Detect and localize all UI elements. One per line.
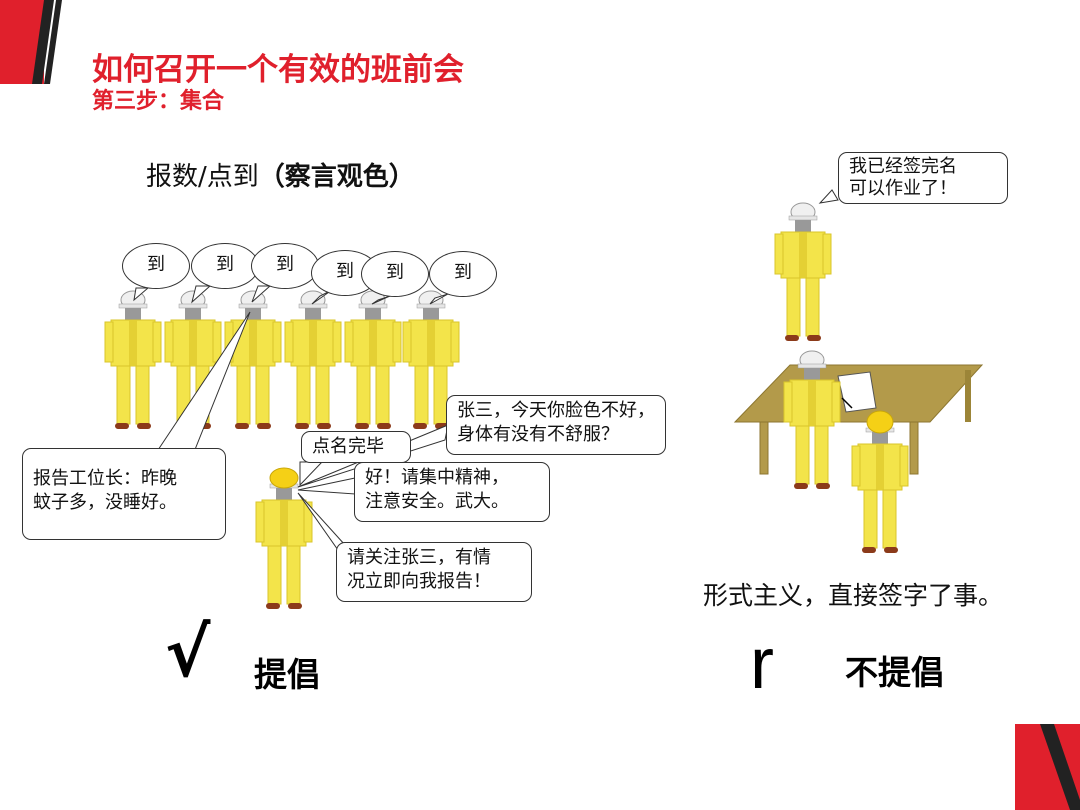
safety-reminder-bubble: 好！请集中精神， 注意安全。武大。 <box>354 462 550 522</box>
roll-call-bubble: 到 <box>191 243 259 289</box>
page-title: 如何召开一个有效的班前会 <box>92 52 464 88</box>
page-subtitle: 第三步：集合 <box>92 89 225 114</box>
team-leader-figure <box>255 467 313 610</box>
section-label-bold: （察言观色） <box>258 162 415 192</box>
corner-block-bottom-right <box>1015 724 1080 810</box>
right-workers <box>774 202 909 554</box>
roll-call-bubble: 到 <box>429 251 497 297</box>
checkmark-icon: √ <box>165 614 211 693</box>
health-check-bubble: 张三，今天你脸色不好， 身体有没有不舒服？ <box>446 395 666 455</box>
attention-request-bubble: 请关注张三，有情 况立即向我报告！ <box>336 542 532 602</box>
section-label: 报数/点到（察言观色） <box>146 156 415 193</box>
section-label-prefix: 报数/点到 <box>146 162 259 192</box>
signed-done-bubble: 我已经签完名 可以作业了！ <box>838 152 1008 204</box>
advocate-label: 提倡 <box>254 655 320 694</box>
not-advocate-label: 不提倡 <box>845 653 944 692</box>
roll-call-done-bubble: 点名完毕 <box>301 431 411 463</box>
roll-call-bubble: 到 <box>122 243 190 289</box>
roll-call-bubble: 到 <box>361 251 429 297</box>
cross-mark-icon: r <box>750 624 774 704</box>
roll-call-bubble: 到 <box>251 243 319 289</box>
formalism-caption: 形式主义，直接签字了事。 <box>703 581 1004 610</box>
worker-row <box>104 290 460 430</box>
corner-stripes-top-left <box>0 0 62 84</box>
worker-report-bubble: 报告工位长：昨晚 蚊子多，没睡好。 <box>22 448 226 540</box>
